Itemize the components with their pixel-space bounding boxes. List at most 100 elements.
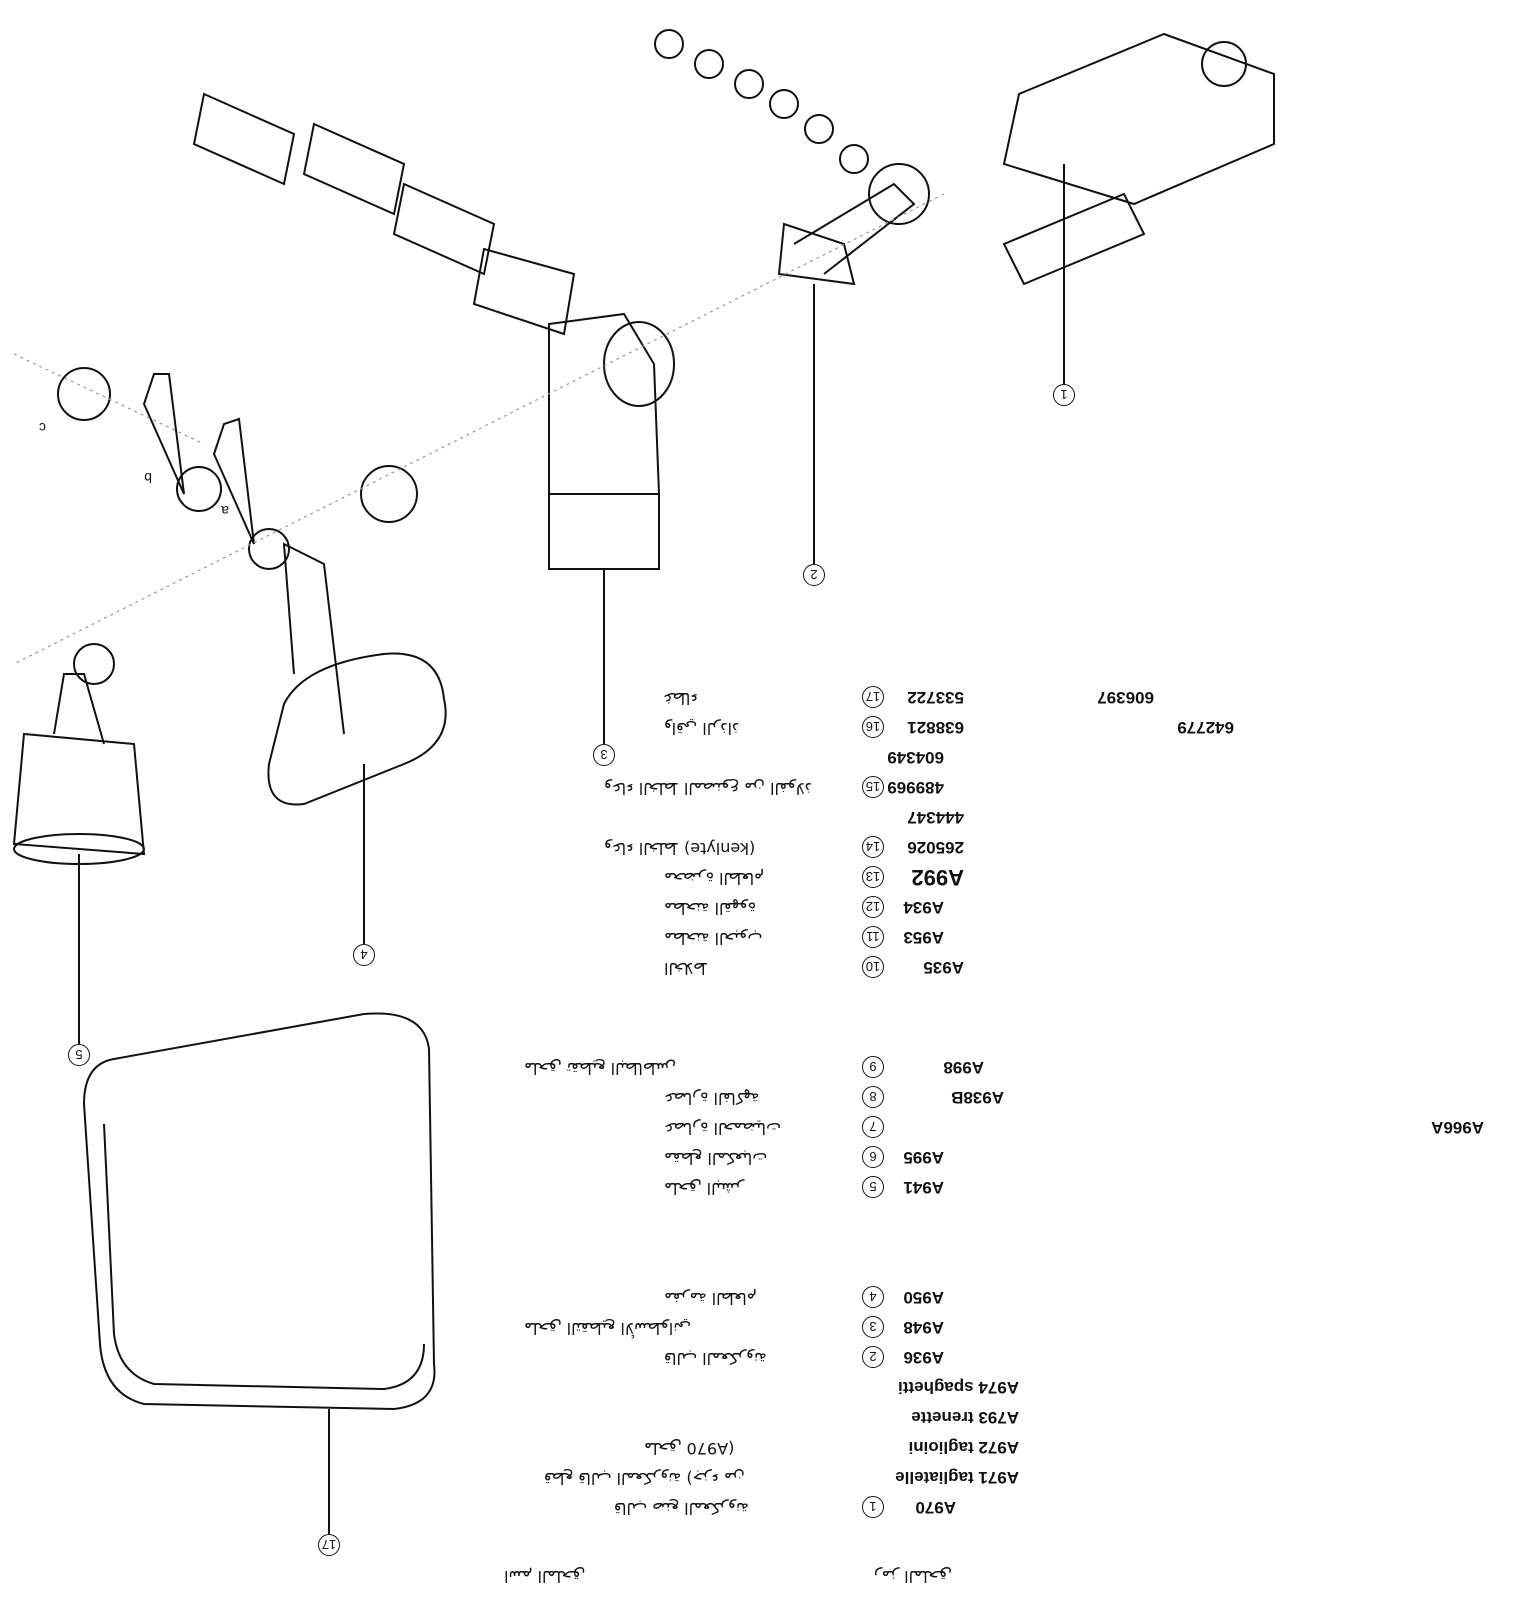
- row-num-16: 16: [862, 716, 884, 738]
- nozzle-b: [142, 373, 185, 495]
- row-name-4: مفرمة الطعام: [664, 1289, 757, 1308]
- row-name-6: مقطع المكعبات: [664, 1149, 768, 1168]
- row-num-15: 15: [862, 776, 884, 798]
- header-code: رمز الملحق: [874, 1567, 952, 1586]
- row-code-16: 638821: [907, 718, 964, 737]
- callout-5: 5: [68, 1044, 90, 1066]
- row-name-1a: قطع قالب المعكرونة (جزء من: [544, 1469, 745, 1488]
- row-num-3: 3: [862, 1316, 884, 1338]
- row-num-4: 4: [862, 1286, 884, 1308]
- row-num-17: 17: [862, 686, 884, 708]
- drum-4: [192, 92, 296, 186]
- die-2: [804, 114, 834, 144]
- row-code-14: 265026: [907, 838, 964, 857]
- row-code-1c: A793 trenette: [911, 1408, 1019, 1427]
- row-name-3: ملحق التقطيع الأسطواني: [524, 1319, 692, 1338]
- grater-cap: [73, 643, 115, 685]
- pasta-maker-die: [868, 163, 930, 225]
- row-name-8: عصارة الفاكهة: [664, 1089, 760, 1108]
- row-name-1b: ملحق A970): [644, 1439, 735, 1458]
- row-code-9: A998: [943, 1058, 984, 1077]
- drum-3: [302, 122, 406, 216]
- row-num-12: 12: [862, 896, 884, 918]
- row-name-1: قالب صنع المعكرونة: [614, 1499, 749, 1518]
- nozzle-c: [57, 367, 111, 421]
- row-code-5: A941: [903, 1178, 944, 1197]
- row-code-1b: A972 taglioini: [908, 1438, 1019, 1457]
- row-code-12: A934: [903, 898, 944, 917]
- row-name-15: وعاء الخلط المصنوع من الفولاذ: [604, 779, 812, 798]
- mincer-base: [267, 652, 447, 806]
- die-4: [734, 69, 764, 99]
- die-6: [654, 29, 684, 59]
- row-code-11: A953: [903, 928, 944, 947]
- callout-4: 4: [353, 944, 375, 966]
- extra-code-16: 642779: [1177, 718, 1234, 737]
- row-code-17: 533722: [907, 688, 964, 707]
- row-num-6: 6: [862, 1146, 884, 1168]
- row-num-2: 2: [862, 1346, 884, 1368]
- row-code-10: A935: [923, 958, 964, 977]
- row-name-2: قالب المعكرونة: [664, 1349, 767, 1368]
- grater-neck: [53, 673, 105, 745]
- die-1: [839, 144, 869, 174]
- row-num-7: 7: [862, 1116, 884, 1138]
- bowl-cover-shape: [82, 1012, 436, 1411]
- bowl-cover-inner: [103, 1123, 425, 1391]
- row-code-13: A992: [911, 865, 964, 890]
- header-name: اسم الملحق: [504, 1567, 586, 1586]
- row-name-16: واقي الرذاذ: [664, 719, 740, 738]
- row-code-7: A966A: [1431, 1118, 1484, 1137]
- row-name-14: وعاء الخلط (kenlyte): [604, 839, 756, 858]
- callout-2: 2: [803, 564, 825, 586]
- callout-17: 17: [318, 1534, 340, 1556]
- nozzle-label-c: c: [39, 420, 46, 436]
- row-name-7: عصارة الحمضيات: [664, 1119, 782, 1138]
- drum-2: [392, 182, 496, 276]
- extra-code-17: 606397: [1097, 688, 1154, 707]
- row-name-13: محضرة الطعام: [664, 869, 765, 888]
- row-code-1: A970: [915, 1498, 956, 1517]
- row-num-8: 8: [862, 1086, 884, 1108]
- row-name-11: مطحنة الحبوب: [664, 929, 763, 948]
- nozzle-label-b: b: [144, 470, 152, 486]
- cover-axis-line: [13, 353, 205, 445]
- row-code-1a: A971 tagliatelle: [895, 1468, 1019, 1487]
- row-num-14: 14: [862, 836, 884, 858]
- row-name-17: غطاء: [664, 689, 698, 708]
- slicer-body: [548, 312, 660, 495]
- row-code-4: A950: [903, 1288, 944, 1307]
- row-code-2: A936: [903, 1348, 944, 1367]
- nozzle-label-a: a: [221, 503, 229, 519]
- row-num-11: 11: [862, 926, 884, 948]
- callout-1: 1: [1053, 384, 1075, 406]
- row-name-10: الخلاط: [664, 959, 708, 978]
- row-code-15: 489969: [887, 778, 944, 797]
- die-3: [769, 89, 799, 119]
- row-code-6: A995: [903, 1148, 944, 1167]
- mincer-head: [360, 465, 418, 523]
- pasta-roller-tray: [1002, 192, 1146, 286]
- row-code-8: A938B: [951, 1088, 1004, 1107]
- mincer-neck: [282, 542, 345, 735]
- drum-1: [472, 247, 576, 336]
- row-name-5: ملحق البشر: [664, 1179, 744, 1198]
- row-code-14b: 444347: [907, 808, 964, 827]
- pasta-roller-frame: [1002, 32, 1275, 206]
- pasta-maker-neck: [793, 182, 916, 275]
- row-num-9: 9: [862, 1056, 884, 1078]
- row-num-13: 13: [862, 866, 884, 888]
- row-code-15b: 604349: [887, 748, 944, 767]
- nozzle-a: [212, 417, 255, 545]
- callout-3: 3: [593, 744, 615, 766]
- row-name-9: ملحق تقطيع البطاطس: [524, 1059, 677, 1078]
- row-name-12: مطحنة القهوة: [664, 899, 756, 918]
- slicer-drum-mouth: [603, 321, 675, 407]
- row-code-1d: A974 spaghetti: [898, 1378, 1019, 1397]
- drive-axis-line: [13, 193, 945, 665]
- row-num-1: 1: [862, 1496, 884, 1518]
- die-5: [694, 49, 724, 79]
